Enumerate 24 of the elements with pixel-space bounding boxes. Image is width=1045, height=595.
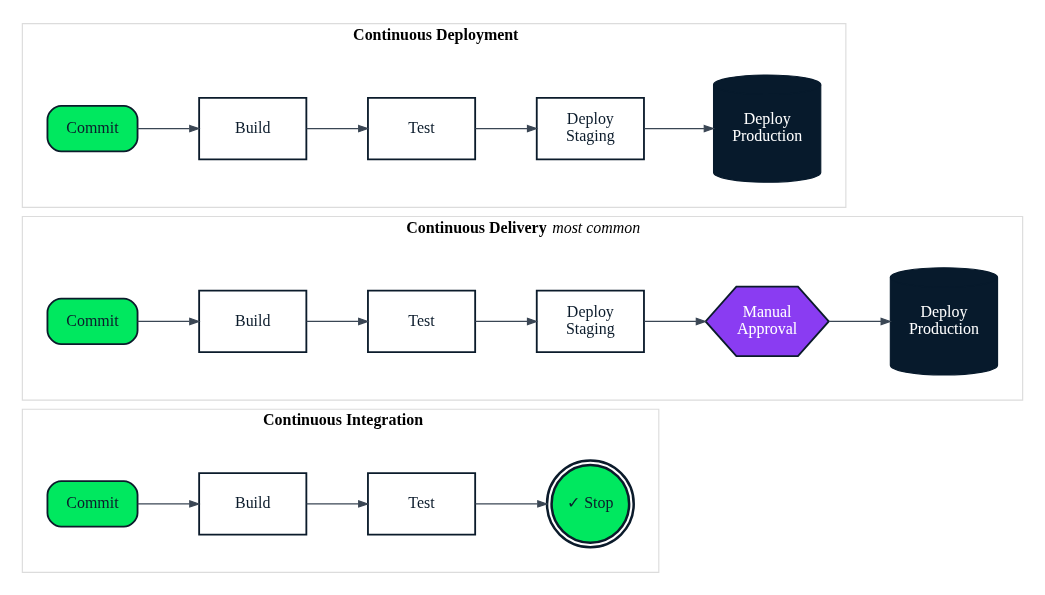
arrow [474, 316, 539, 325]
arrow [306, 499, 370, 508]
node-box: Build [198, 471, 308, 536]
node-box: Commit [46, 297, 139, 345]
node-box: Test [367, 96, 477, 160]
arrow [137, 316, 201, 325]
node-box: Test [367, 471, 477, 536]
arrow [137, 124, 201, 133]
node-circle: ✓ Stop [545, 458, 635, 548]
arrow [643, 124, 716, 133]
node-box: Commit [46, 104, 139, 152]
node-box: Build [198, 289, 308, 353]
arrow [137, 499, 201, 508]
arrow [474, 124, 539, 133]
node-box: Test [367, 289, 477, 353]
node-box: Build [198, 96, 308, 160]
arrow [306, 316, 370, 325]
arrow [474, 499, 549, 508]
arrow [306, 124, 370, 133]
node-box: Deploy Staging [535, 289, 645, 353]
node-box: Commit [46, 479, 139, 528]
arrow [828, 316, 892, 325]
node-box: Deploy Staging [535, 96, 645, 160]
arrow [643, 316, 708, 325]
